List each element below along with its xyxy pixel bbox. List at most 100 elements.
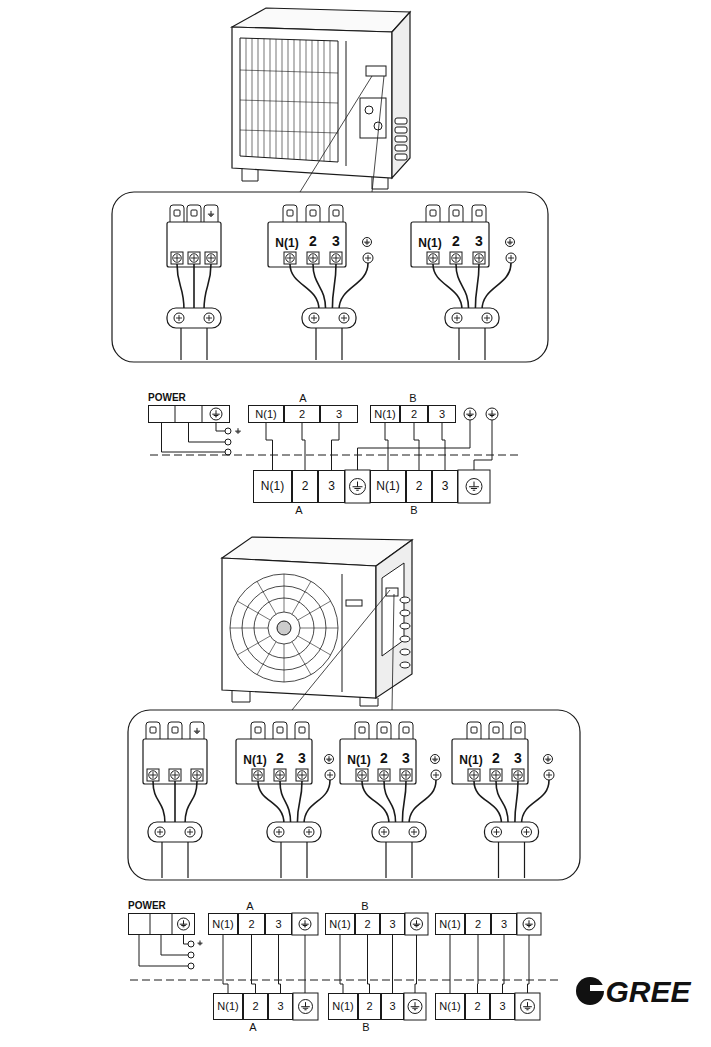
terminal-screw [452,254,460,262]
terminal-body [167,222,221,267]
pipe [400,662,410,668]
terminal-label: 2 [276,751,284,766]
ground-symbol [299,918,311,930]
label-anchor: 3 [336,240,344,258]
screw [379,827,389,837]
terminal-hole [310,210,316,216]
block-frame: N(1)23 [253,470,345,503]
terminal-screw [193,771,201,779]
terminal-cell: 3 [380,913,405,935]
terminal-screw [402,771,410,779]
ground-cell [515,993,540,1020]
block-heading: B [370,503,458,517]
terminal-screw [358,771,366,779]
ground-symbol [180,920,187,927]
ground-symbol [466,410,473,417]
label-anchor: N(1) [255,757,278,775]
fan-grille [240,130,338,133]
screw [363,253,373,263]
fan-grille [306,40,307,160]
terminal-cell: N(1) [253,470,292,503]
fan-grille [292,581,311,614]
terminal-block: AN(1)23 [208,899,292,935]
screw [409,827,419,837]
screw [204,313,214,323]
terminal-cell: 2 [238,913,265,935]
block-heading: A [208,899,292,913]
block-frame: N(1)23 [370,405,456,423]
label-anchor: 3 [406,757,414,775]
screw [274,827,284,837]
wire [433,264,462,310]
terminal-body [340,739,416,784]
terminal-screw [276,771,284,779]
terminal-label: 2 [475,918,481,930]
wire [522,780,550,824]
ground-symbol [301,1002,310,1010]
ground-cell [345,470,370,503]
block-frame: N(1)23 [328,993,404,1020]
fan-grille [237,601,270,620]
terminal-label: 2 [416,480,423,493]
terminal-screw [307,252,319,264]
cable [281,842,307,878]
terminal-label: 2 [366,1000,372,1012]
terminal-label: 3 [328,480,335,493]
fan-grille [298,601,331,620]
terminal-screw [471,772,477,778]
supply-terminal [188,963,194,969]
terminal-screw [430,255,436,261]
wire-connector [223,935,228,993]
label-anchor: 3 [302,757,310,775]
wire-connector [340,935,343,993]
screw [452,313,462,323]
terminal-screw [150,772,156,778]
terminal-screw [169,769,181,781]
terminal-label: 3 [439,408,445,420]
brand-mark [576,977,606,1005]
unit-side [376,540,412,698]
screw [365,255,371,261]
terminal-label: N(1) [347,754,370,767]
terminal-cell: N(1) [328,993,358,1020]
ground-symbol [363,238,372,247]
ground-symbol [488,410,495,417]
screw [546,772,552,778]
wire [409,780,436,824]
terminal-hole [299,727,305,733]
ground-symbol [364,239,370,244]
terminal-label: 3 [442,480,449,493]
terminal-screw [149,771,157,779]
power-block: POWER [128,899,195,935]
supply-terminal [225,428,231,434]
terminal-screw [274,769,286,781]
wire [290,264,319,310]
terminal-label: N(1) [376,480,399,493]
screw [185,827,195,837]
ground-symbol [432,756,438,761]
terminal-screw [174,255,180,261]
fan-hub [277,621,291,635]
ground-symbol [178,918,190,930]
terminal-screw [171,771,179,779]
ground-symbol [469,482,479,491]
ground-symbol [486,408,498,420]
brand-plate [346,600,362,606]
cable [162,842,188,878]
terminal-screw [296,769,308,781]
valve [365,106,373,114]
block-frame [148,405,230,423]
terminal-screw [147,769,159,781]
wire [153,781,165,824]
wire [313,264,326,310]
cable [386,842,412,878]
callout-frame [128,710,580,880]
screw [522,827,532,837]
pipe [395,127,407,133]
screw [381,829,387,835]
valve [374,122,382,130]
label-anchor: N(1) [430,240,453,258]
terminal-cell: 2 [406,470,432,503]
